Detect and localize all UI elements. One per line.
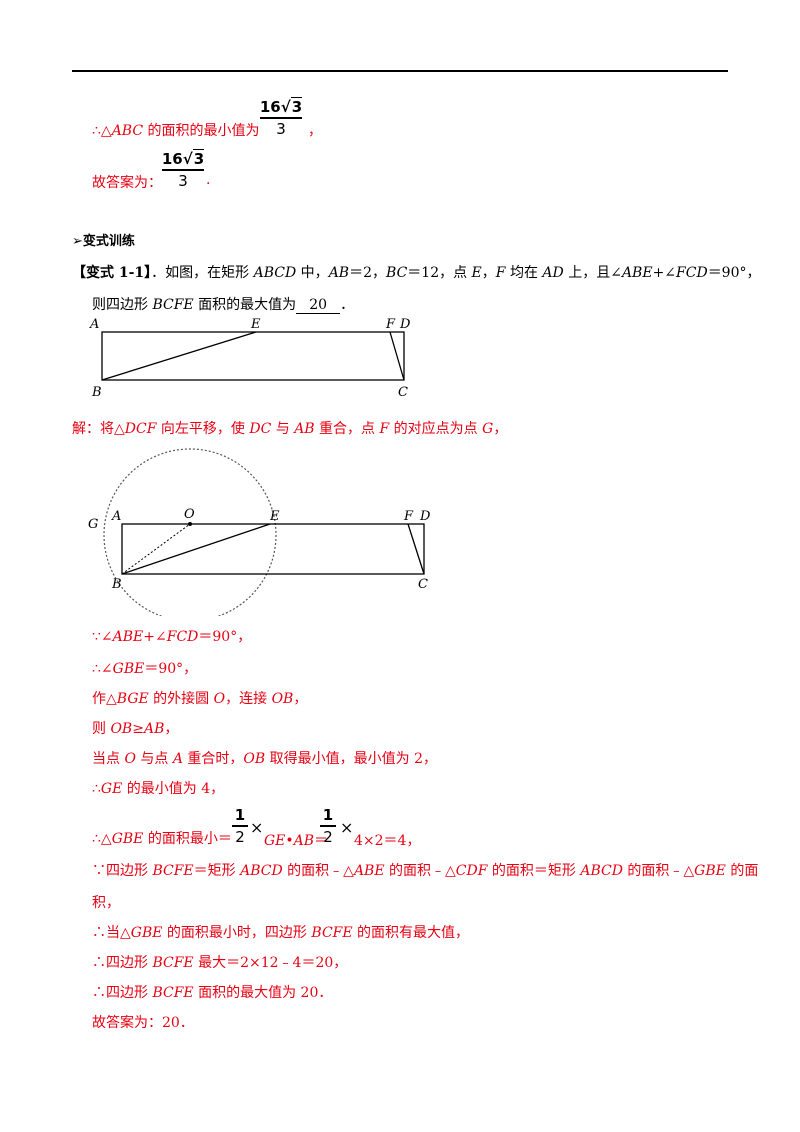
label-o: O bbox=[184, 507, 195, 522]
problem-line-1: 【变式 1-1】．如图，在矩形 ABCD 中，AB＝2，BC＝12，点 E，F … bbox=[72, 265, 761, 281]
step-8-wrap: 积， bbox=[92, 895, 120, 911]
fraction-16root3-over-3: 16√3 3 bbox=[259, 97, 303, 138]
section-title: ➢变式训练 bbox=[72, 234, 135, 249]
step-7-end: 4×2＝4， bbox=[354, 833, 421, 849]
segment-ob bbox=[121, 523, 191, 575]
label-d: D bbox=[419, 509, 431, 524]
point-o bbox=[188, 522, 192, 526]
label-c: C bbox=[398, 385, 408, 400]
rectangle-abcd bbox=[101, 331, 405, 381]
figure-2-circumcircle: G A O E F D B C bbox=[88, 448, 431, 616]
times-sign-1: × bbox=[250, 818, 264, 837]
segment-be bbox=[101, 331, 257, 381]
step-11: ∴四边形 BCFE 面积的最大值为 20． bbox=[92, 985, 333, 1001]
step-1: ∵∠ABE+∠FCD＝90°， bbox=[92, 629, 252, 645]
period: . bbox=[206, 172, 211, 188]
segment-fc bbox=[389, 331, 405, 381]
fraction-one-half-2: 1 2 bbox=[318, 806, 338, 846]
circumcircle-o bbox=[103, 448, 277, 616]
solution-intro: 解：将△DCF 向左平移，使 DC 与 AB 重合，点 F 的对应点为点 G， bbox=[72, 421, 508, 437]
segment-be bbox=[121, 523, 271, 575]
label-f: F bbox=[385, 317, 396, 332]
label-f: F bbox=[403, 509, 414, 524]
step-7-ge-ab: GE•AB＝ bbox=[264, 833, 329, 849]
segment-fc bbox=[407, 523, 425, 575]
step-9: ∴当△GBE 的面积最小时，四边形 BCFE 的面积有最大值， bbox=[92, 925, 470, 941]
fraction-one-half-1: 1 2 bbox=[230, 806, 250, 846]
fraction-16root3-over-3-answer: 16√3 3 bbox=[161, 149, 205, 190]
step-2: ∴∠GBE＝90°， bbox=[92, 661, 198, 677]
comma: ， bbox=[308, 123, 322, 139]
rectangle-abcd bbox=[121, 523, 425, 575]
label-g: G bbox=[88, 517, 98, 532]
final-answer: 故答案为：20． bbox=[92, 1015, 194, 1031]
label-e: E bbox=[269, 509, 280, 524]
label-d: D bbox=[399, 317, 411, 332]
times-sign-2: × bbox=[340, 818, 354, 837]
label-b: B bbox=[91, 385, 102, 400]
label-a: A bbox=[111, 509, 121, 524]
step-10: ∴四边形 BCFE 最大＝2×12﹣4＝20， bbox=[92, 955, 348, 971]
label-c: C bbox=[418, 577, 428, 592]
arrow-bullet-icon: ➢ bbox=[72, 234, 83, 249]
step-8: ∵四边形 BCFE＝矩形 ABCD 的面积﹣△ABE 的面积﹣△CDF 的面积＝… bbox=[92, 863, 759, 879]
step-6: ∴GE 的最小值为 4， bbox=[92, 781, 225, 797]
header-rule bbox=[72, 70, 728, 72]
step-7-start: ∴△GBE 的面积最小＝ bbox=[92, 831, 232, 847]
step-3: 作△BGE 的外接圆 O，连接 OB， bbox=[92, 691, 308, 707]
label-b: B bbox=[111, 577, 122, 592]
answer-blank: 20 bbox=[296, 297, 341, 314]
figure-1-rectangle: A E F D B C bbox=[89, 317, 411, 400]
min-area-line: ∴△ABC 的面积的最小值为 bbox=[92, 123, 260, 139]
label-a: A bbox=[89, 317, 99, 332]
step-5: 当点 O 与点 A 重合时，OB 取得最小值，最小值为 2， bbox=[92, 751, 437, 767]
label-e: E bbox=[250, 317, 261, 332]
step-4: 则 OB≥AB， bbox=[92, 721, 179, 737]
answer-label-1: 故答案为： bbox=[92, 175, 162, 191]
